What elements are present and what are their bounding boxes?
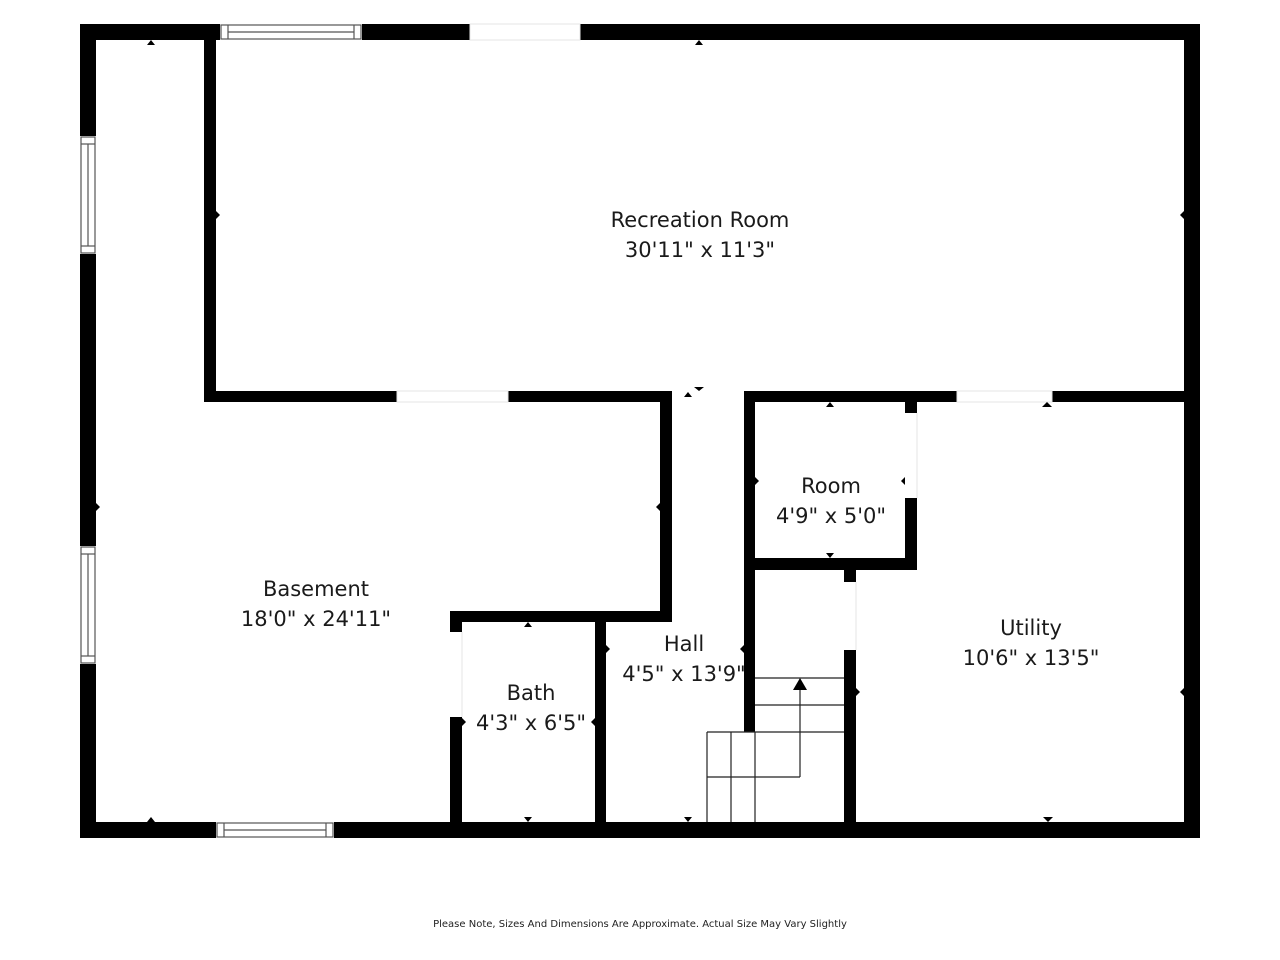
room-label-bath: Bath 4'3" x 6'5" [476, 678, 586, 738]
room-dimensions: 4'3" x 6'5" [475, 711, 587, 735]
staircase [706, 677, 844, 822]
room-name: Room [801, 474, 861, 498]
bottom-window [216, 822, 334, 838]
left-window-upper [80, 136, 96, 254]
room-name: Bath [506, 681, 556, 705]
room-name: Basement [262, 577, 370, 601]
rec-basement-opening [396, 390, 509, 403]
stair-arrow-icon [793, 678, 807, 690]
dimension-markers [96, 40, 1184, 822]
room-dimensions: 10'6" x 13'5" [962, 646, 1100, 670]
room-label-recreation: Recreation Room 30'11" x 11'3" [611, 205, 790, 265]
room-name: Hall [663, 632, 705, 656]
top-window [220, 24, 362, 40]
exterior-walls [80, 24, 1200, 838]
room-label-hall: Hall 4'5" x 13'9" [622, 629, 745, 689]
top-opening [469, 23, 581, 41]
room-label-utility: Utility 10'6" x 13'5" [963, 613, 1100, 673]
room-label-room: Room 4'9" x 5'0" [776, 471, 886, 531]
rec-utility-opening [956, 390, 1053, 403]
room-dimensions: 30'11" x 11'3" [624, 238, 776, 262]
room-dimensions: 4'9" x 5'0" [775, 504, 887, 528]
room-dimensions: 4'5" x 13'9" [622, 662, 746, 686]
left-window-lower [80, 546, 96, 664]
room-name: Utility [1000, 616, 1062, 640]
disclaimer-note: Please Note, Sizes And Dimensions Are Ap… [433, 919, 847, 930]
interior-walls [204, 40, 1184, 830]
room-label-basement: Basement 18'0" x 24'11" [241, 574, 391, 634]
room-name: Recreation Room [610, 208, 790, 232]
room-dimensions: 18'0" x 24'11" [240, 607, 392, 631]
